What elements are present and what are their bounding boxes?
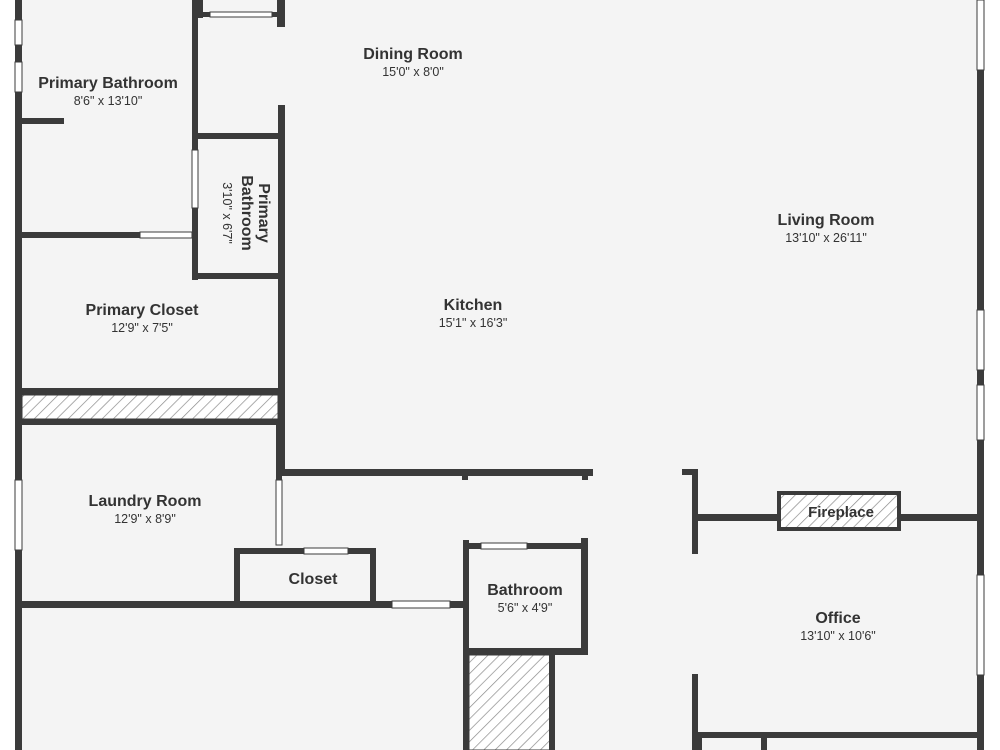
room-dim-bathroom: 5'6" x 4'9" bbox=[498, 601, 553, 615]
room-name-primary-bathroom-small-line1: Primary bbox=[255, 183, 272, 243]
walls bbox=[15, 0, 984, 750]
hatched-storage-strip bbox=[21, 394, 279, 420]
room-dim-primary-closet: 12'9" x 7'5" bbox=[111, 321, 173, 335]
room-name-primary-bathroom: Primary Bathroom bbox=[38, 75, 178, 92]
room-name-kitchen: Kitchen bbox=[444, 297, 503, 314]
fireplace-label: Fireplace bbox=[808, 504, 874, 521]
room-name-primary-bathroom-small-line2: Bathroom bbox=[238, 175, 255, 251]
room-name-laundry: Laundry Room bbox=[89, 493, 202, 510]
room-name-office: Office bbox=[815, 610, 860, 627]
room-name-living: Living Room bbox=[778, 212, 875, 229]
room-name-bathroom: Bathroom bbox=[487, 582, 563, 599]
room-dim-laundry: 12'9" x 8'9" bbox=[114, 512, 176, 526]
room-name-dining: Dining Room bbox=[363, 46, 463, 63]
windows bbox=[14, 0, 985, 676]
room-dim-primary-bathroom: 8'6" x 13'10" bbox=[74, 94, 143, 108]
floor-area bbox=[18, 0, 980, 750]
room-name-primary-closet: Primary Closet bbox=[86, 302, 200, 319]
door-openings bbox=[139, 11, 528, 609]
room-dim-kitchen: 15'1" x 16'3" bbox=[439, 316, 508, 330]
small-primary-bathroom-label: Primary Bathroom 3'10" x 6'7" bbox=[220, 175, 272, 251]
room-dim-primary-bathroom-small: 3'10" x 6'7" bbox=[220, 182, 234, 244]
room-dim-dining: 15'0" x 8'0" bbox=[382, 65, 444, 79]
room-dim-office: 13'10" x 10'6" bbox=[800, 629, 876, 643]
room-dim-living: 13'10" x 26'11" bbox=[785, 231, 867, 245]
hatched-stair-area bbox=[468, 654, 553, 750]
room-name-closet: Closet bbox=[289, 571, 339, 588]
fireplace-hearth bbox=[777, 491, 901, 531]
